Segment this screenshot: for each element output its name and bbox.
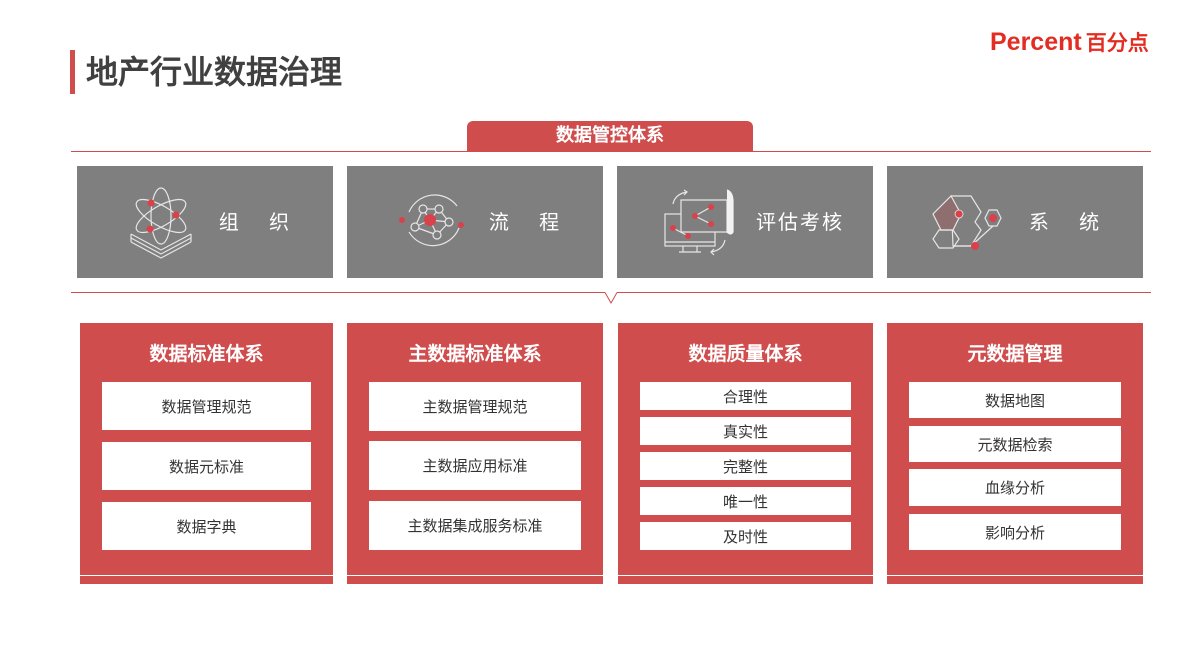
pillar-label: 流 程 [488,210,572,234]
title-accent-bar [70,50,75,94]
system-card-metadata: 元数据管理 数据地图 元数据检索 血缘分析 影响分析 [887,323,1143,575]
pillar-label: 评估考核 [756,210,844,234]
card-footer-bar [80,576,333,584]
logo-text-cn: 百分点 [1085,31,1149,55]
network-nodes-icon [399,194,464,247]
system-item: 完整性 [640,452,851,480]
divider-top [71,151,1151,152]
system-item: 主数据管理规范 [369,382,581,431]
card-footer-bar [618,576,873,584]
pillar-label: 系 统 [1028,210,1112,234]
down-arrow-icon [604,292,618,304]
system-item: 数据地图 [909,382,1121,418]
hexagon-system-icon [932,195,1002,250]
system-card-data-standard: 数据标准体系 数据管理规范 数据元标准 数据字典 [80,323,333,575]
divider-mid-left [71,292,605,293]
system-item: 数据元标准 [102,442,311,490]
system-item: 唯一性 [640,487,851,515]
pillar-system: 系 统 [887,166,1143,278]
system-item: 主数据应用标准 [369,441,581,490]
pillar-organization: 组 织 [77,166,333,278]
card-footer-bar [887,576,1143,584]
system-item: 真实性 [640,417,851,445]
logo-text-en: Percent [990,27,1082,56]
pillar-label: 组 织 [218,210,302,234]
system-card-title: 数据标准体系 [149,343,264,365]
system-card-master-data: 主数据标准体系 主数据管理规范 主数据应用标准 主数据集成服务标准 [347,323,603,575]
system-item: 合理性 [640,382,851,410]
system-item: 数据字典 [102,502,311,550]
page-title: 地产行业数据治理 [86,53,343,91]
system-card-title: 数据质量体系 [688,343,803,365]
monitor-document-icon [664,189,734,256]
system-item: 血缘分析 [909,469,1121,506]
system-card-data-quality: 数据质量体系 合理性 真实性 完整性 唯一性 及时性 [618,323,873,575]
system-card-title: 主数据标准体系 [408,343,542,365]
system-item: 元数据检索 [909,426,1121,462]
system-item: 影响分析 [909,514,1121,550]
brand-logo: Percent 百分点 [990,28,1149,56]
system-card-title: 元数据管理 [967,343,1063,365]
divider-mid-right [617,292,1151,293]
card-footer-bar [347,576,603,584]
control-system-tab: 数据管控体系 [467,121,753,151]
pillar-assessment: 评估考核 [617,166,873,278]
atom-layers-icon [130,187,192,259]
system-item: 主数据集成服务标准 [369,501,581,550]
system-item: 数据管理规范 [102,382,311,430]
pillar-process: 流 程 [347,166,603,278]
system-item: 及时性 [640,522,851,550]
